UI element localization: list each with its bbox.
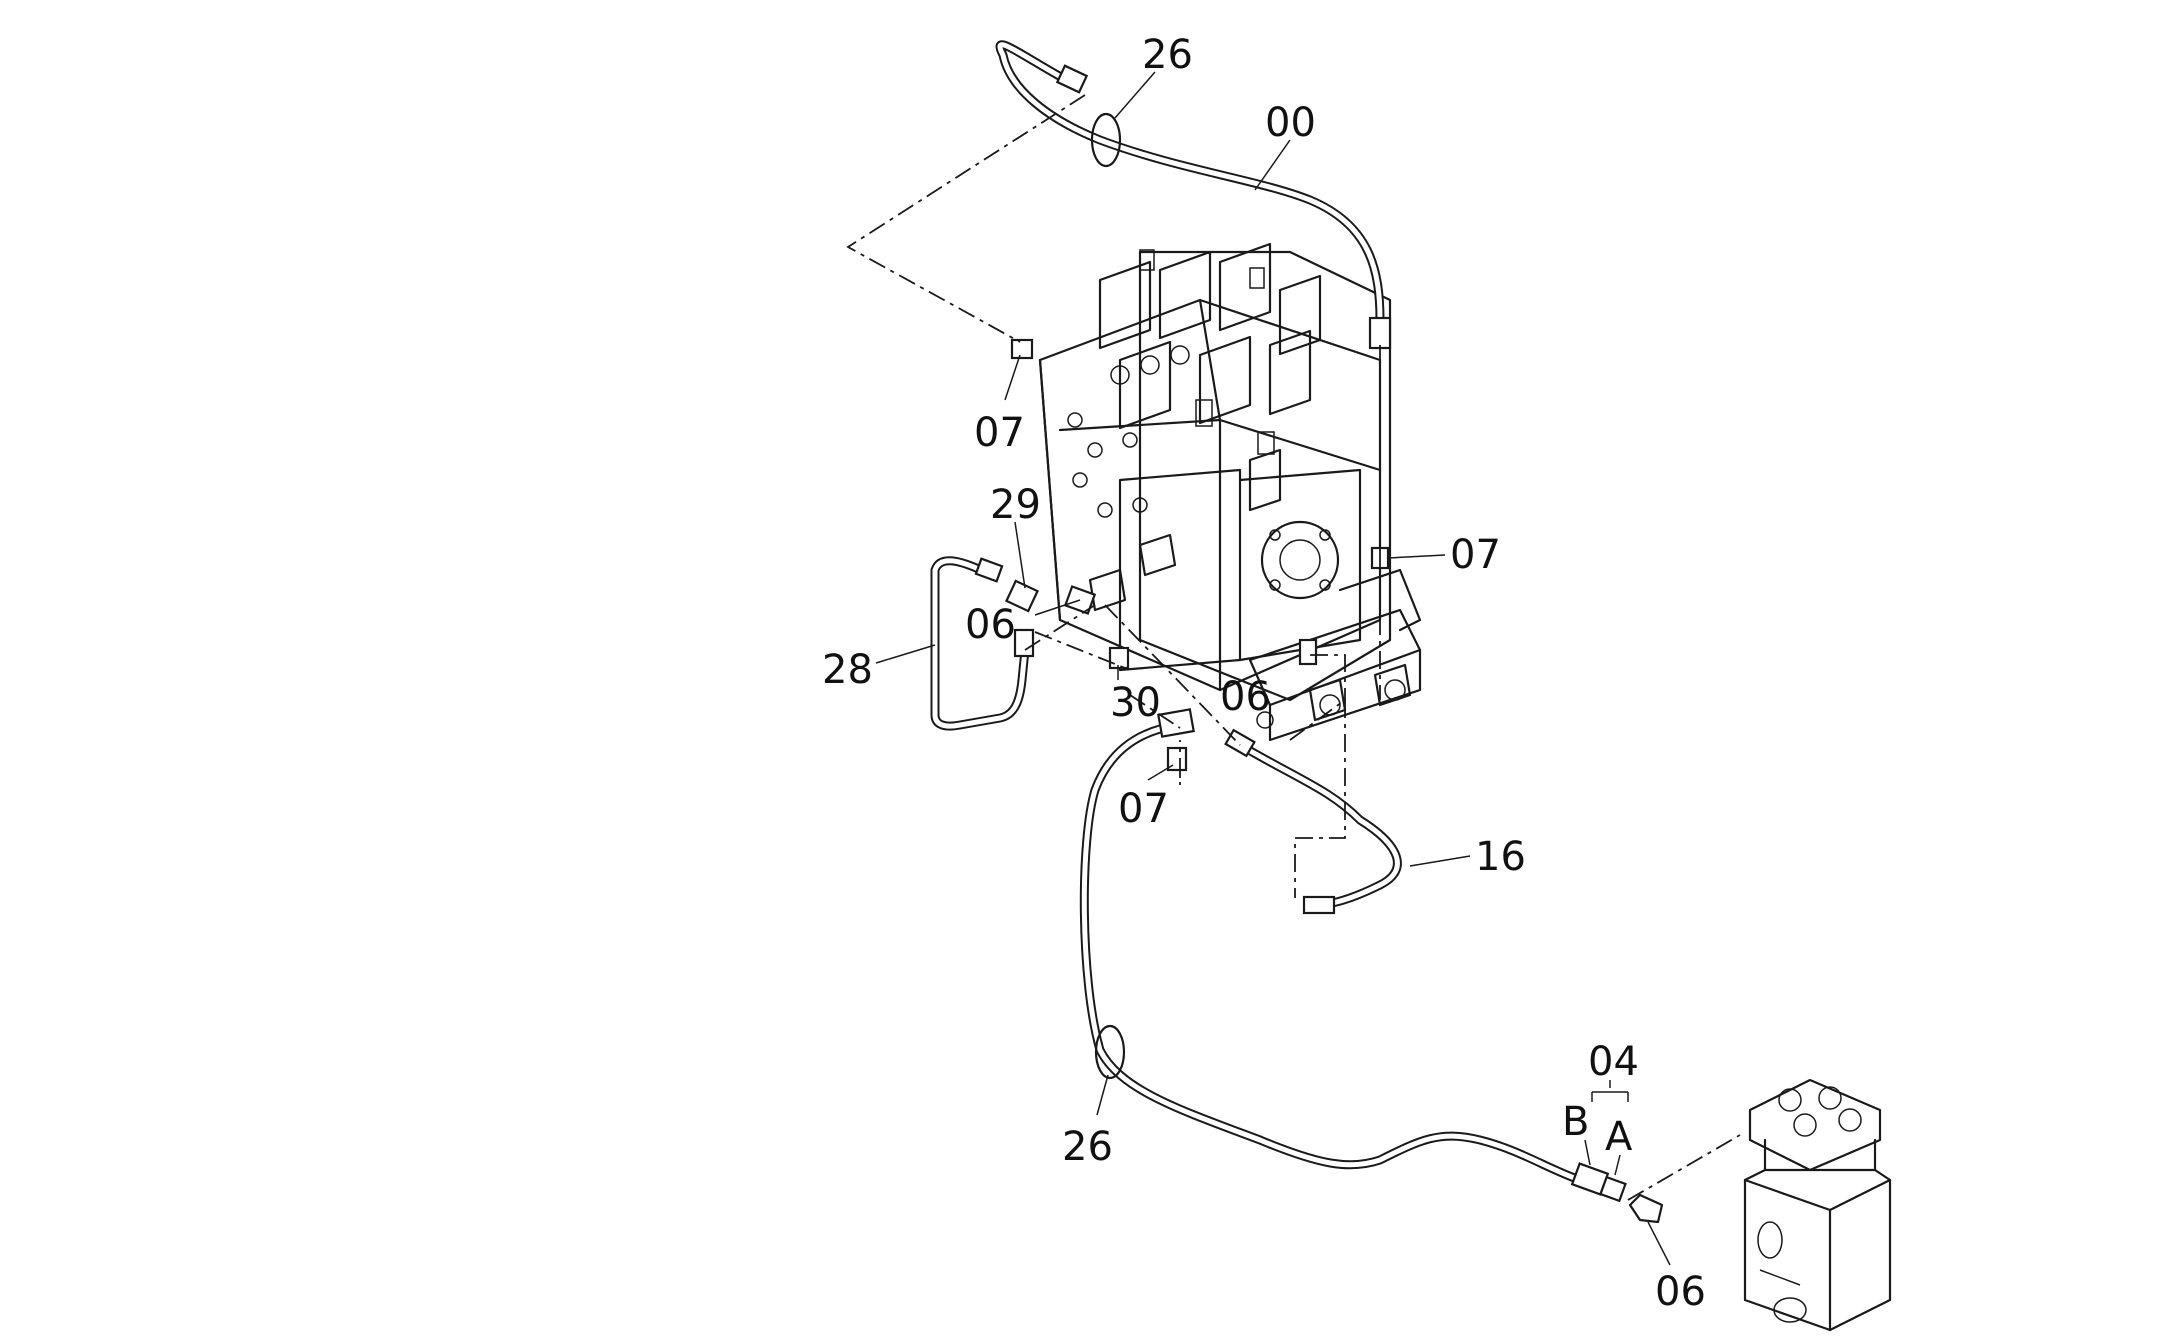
callout-26-bottom: 26	[1062, 1124, 1113, 1170]
callout-26-top: 26	[1142, 32, 1193, 78]
fitting-06-bottom	[1628, 1193, 1664, 1224]
fitting-07-left	[1010, 338, 1034, 360]
hose-16	[1224, 728, 1402, 915]
callout-30: 30	[1110, 680, 1161, 726]
callout-04: 04	[1588, 1039, 1639, 1085]
fitting-29	[1005, 579, 1039, 613]
fitting-06-mid	[1298, 638, 1318, 666]
callout-06-mid: 06	[1220, 674, 1271, 720]
leader-lines	[875, 71, 1671, 1266]
callout-07-left: 07	[974, 410, 1025, 456]
clamp-26-top	[1090, 112, 1122, 168]
callout-07-right: 07	[1450, 532, 1501, 578]
callout-28: 28	[822, 647, 873, 693]
fitting-30	[1108, 646, 1130, 670]
callout-A: A	[1605, 1114, 1633, 1160]
hose-main-04	[1079, 708, 1627, 1203]
callout-B: B	[1562, 1099, 1589, 1145]
clamp-26-bottom	[1094, 1024, 1126, 1080]
callout-06-bottom: 06	[1655, 1269, 1706, 1315]
pipe-28	[930, 556, 1035, 731]
control-valve-assembly	[1038, 242, 1422, 742]
callout-06-left: 06	[965, 602, 1016, 648]
hose-00	[995, 40, 1392, 350]
callout-00: 00	[1265, 100, 1316, 146]
center-swivel-joint	[1743, 1078, 1892, 1332]
callout-29: 29	[990, 482, 1041, 528]
connection-lines	[846, 94, 1741, 1201]
callout-16: 16	[1475, 834, 1526, 880]
callout-07-bottom: 07	[1118, 786, 1169, 832]
callout-labels: 26 00 07 29 07 06 28 30 06 07 16 04 B A …	[822, 32, 1706, 1315]
